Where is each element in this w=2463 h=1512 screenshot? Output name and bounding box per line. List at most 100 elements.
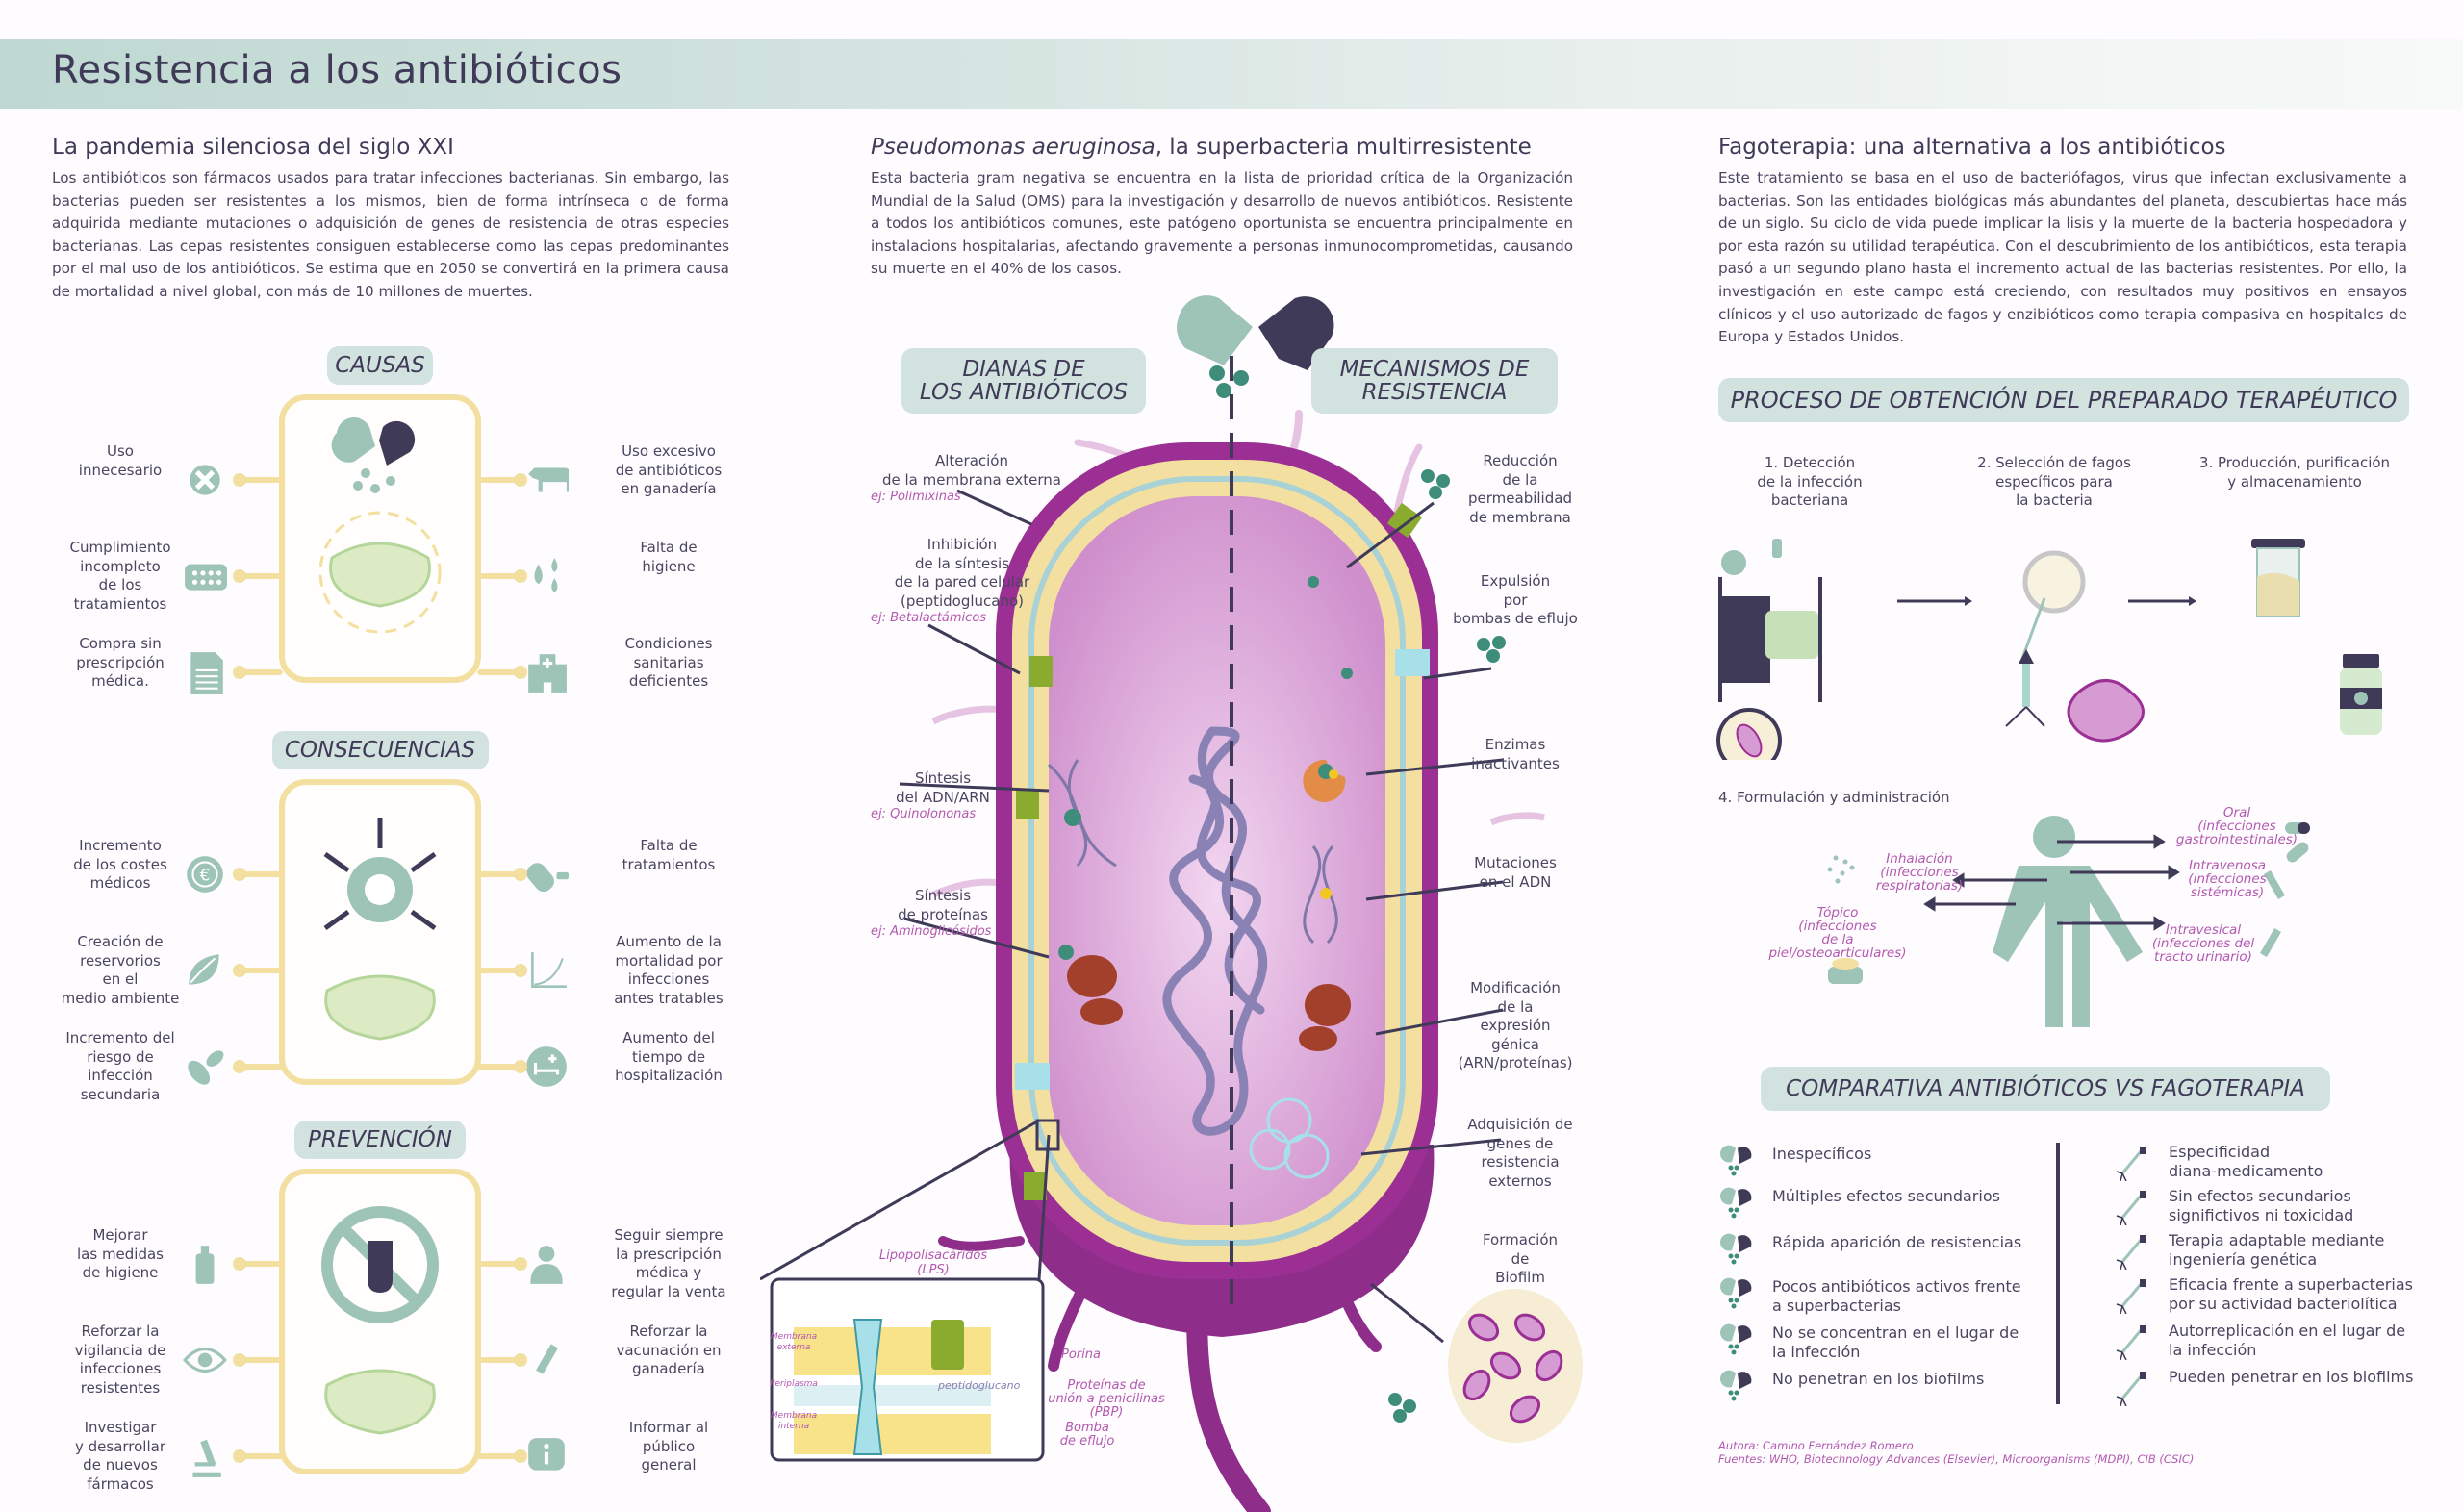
connector (477, 871, 521, 877)
human-figure-icon (1993, 816, 2143, 1027)
phage-text: Eficacia frente a superbacterias por su … (2169, 1275, 2413, 1313)
middle-heading-rest: , la superbacteria multirresistente (1155, 135, 1532, 160)
connector (239, 871, 283, 877)
phage-text: Terapia adaptable mediante ingeniería ge… (2169, 1231, 2385, 1269)
mechanism-label-2: Enzimas inactivantes (1471, 736, 1560, 772)
water-drops-icon (534, 558, 558, 592)
consecuencias-left-label-2: Incremento del riesgo de infección secun… (65, 1029, 175, 1103)
inhalation-aerosol-icon (1827, 855, 1855, 884)
connector (477, 477, 521, 483)
prevencion-right-label-2: Informar al público general (628, 1419, 709, 1474)
hospital-bed-icon (526, 1046, 567, 1087)
route-oral: Oral (infecciones gastrointestinales) (2175, 805, 2298, 847)
gear-bacteria-illustration (323, 818, 437, 1041)
connector (239, 1064, 283, 1070)
outer-membrane-label: Membrana externa (770, 1332, 818, 1352)
inactivating-enzyme-icon (1303, 759, 1346, 802)
antibiotic-text: Múltiples efectos secundarios (1772, 1187, 2000, 1205)
microscope-icon (192, 1439, 221, 1477)
info-bubble-icon (528, 1438, 565, 1471)
right-body: Este tratamiento se basa en el uso de ba… (1718, 169, 2407, 346)
plasmid-icon (1249, 1097, 1330, 1179)
connector (477, 573, 521, 579)
capsule-icon (1718, 1231, 1755, 1271)
phage-item: Eficacia frente a superbacterias por su … (2115, 1275, 2442, 1319)
antibiotic-molecules (1308, 469, 1506, 679)
stop-hand-bacteria-illustration (321, 1206, 439, 1435)
bacteriophage-icon (2115, 1187, 2151, 1230)
mechanism-label-4: Modificación de la expresión génica (ARN… (1458, 979, 1573, 1071)
route-inhalation: Inhalación (infecciones respiratorias) (1875, 851, 1964, 894)
svg-text:€: € (200, 865, 211, 884)
capsule-icon (1718, 1368, 1755, 1407)
bacteriophage-icon (2115, 1275, 2151, 1319)
connector (239, 1357, 283, 1363)
right-heading: Fagoterapia: una alternativa a los antib… (1718, 135, 2226, 160)
connector (477, 968, 521, 973)
doctor-icon (530, 1246, 563, 1284)
step-4-label: 4. Formulación y administración (1718, 789, 1950, 806)
efflux-pump-icon (1015, 1063, 1050, 1090)
route-arrows (1923, 834, 2180, 931)
causas-title: CAUSAS (327, 346, 433, 385)
eye-icon (183, 1347, 227, 1373)
intravenous-syringe-icon (2264, 870, 2285, 899)
patient-bed-icon (1716, 539, 1822, 760)
catheter-syringe-icon (2260, 928, 2281, 957)
inner-membrane (1028, 476, 1406, 1246)
connector-knob (514, 964, 527, 977)
phage-item: Especificidad diana-medicamento (2115, 1143, 2442, 1186)
connector (477, 1357, 521, 1363)
bioreactor-icon (2251, 539, 2305, 617)
connector (239, 1453, 283, 1459)
capsule-icon (1718, 1275, 1755, 1315)
ribosome-left-icon (1058, 945, 1123, 1025)
phage-item: Terapia adaptable mediante ingeniería ge… (2115, 1231, 2442, 1274)
mechanism-label-1: Expulsión por bombas de eflujo (1453, 572, 1578, 627)
prevencion-left-label-0: Mejorar las medidas de higiene (77, 1226, 164, 1281)
euro-coin-icon: € (187, 856, 223, 893)
porin-label: Porina (1061, 1348, 1101, 1362)
pill-blister-icon (185, 564, 227, 591)
bacteria-pair-icon (188, 1050, 224, 1085)
consecuencias-right-label-0: Falta de tratamientos (622, 837, 716, 873)
target-text: Síntesis del ADN/ARN (896, 769, 990, 806)
connector-knob (514, 868, 527, 881)
connector-knob (233, 473, 246, 487)
target-label-1: Inhibición de la síntesis de la pared ce… (871, 536, 1054, 625)
sources-credit: Fuentes: WHO, Biotechnology Advances (El… (1718, 1452, 2195, 1466)
peptidoglycan-label: peptidoglucano (938, 1379, 1021, 1392)
phage-item: Pueden penetrar en los biofilms (2115, 1368, 2442, 1411)
antibiotic-item: Inespecíficos (1718, 1143, 2045, 1182)
target-example: ej: Quinolononas (871, 807, 977, 821)
route-intravesical: Intravesical (infecciones del tracto uri… (2151, 922, 2255, 965)
leaf-icon (189, 954, 219, 985)
phage-text: Pueden penetrar en los biofilms (2169, 1368, 2414, 1386)
porin-icon (1016, 789, 1039, 819)
prevencion-left-label-2: Investigar y desarrollar de nuevos fárma… (74, 1419, 165, 1493)
phage-text: Autorreplicación en el lugar de la infec… (2169, 1322, 2406, 1359)
consecuencias-right-label-1: Aumento de la mortalidad por infecciones… (614, 933, 724, 1007)
author-credit: Autora: Camino Fernández Romero (1718, 1439, 1914, 1452)
middle-heading: Pseudomonas aeruginosa, la superbacteria… (871, 135, 1532, 160)
periplasm-label: Periplasma (770, 1379, 818, 1389)
antibiotic-text: Pocos antibióticos activos frente a supe… (1772, 1277, 2021, 1315)
consecuencias-left-label-1: Creación de reservorios en el medio ambi… (61, 933, 180, 1007)
prescription-icon (190, 652, 223, 694)
causas-left-label-0: Uso innecesario (78, 442, 163, 479)
connector (477, 1261, 521, 1267)
antibiotic-text: No penetran en los biofilms (1772, 1370, 1985, 1388)
connector-knob (233, 868, 246, 881)
connector-knob (514, 1353, 527, 1367)
empty-battery-pill-icon (526, 863, 569, 893)
compare-title: COMPARATIVA ANTIBIÓTICOS VS FAGOTERAPIA (1761, 1067, 2330, 1111)
causas-left-label-2: Compra sin prescripción médica. (76, 635, 165, 690)
biofilm-icon (1388, 1289, 1583, 1443)
connector-knob (233, 569, 246, 583)
capsule-icon (1718, 1143, 1755, 1182)
connector (239, 1261, 283, 1267)
process-title: PROCESO DE OBTENCIÓN DEL PREPARADO TERAP… (1718, 378, 2409, 422)
compare-divider (2056, 1143, 2060, 1404)
antibiotic-item: No penetran en los biofilms (1718, 1368, 2045, 1407)
